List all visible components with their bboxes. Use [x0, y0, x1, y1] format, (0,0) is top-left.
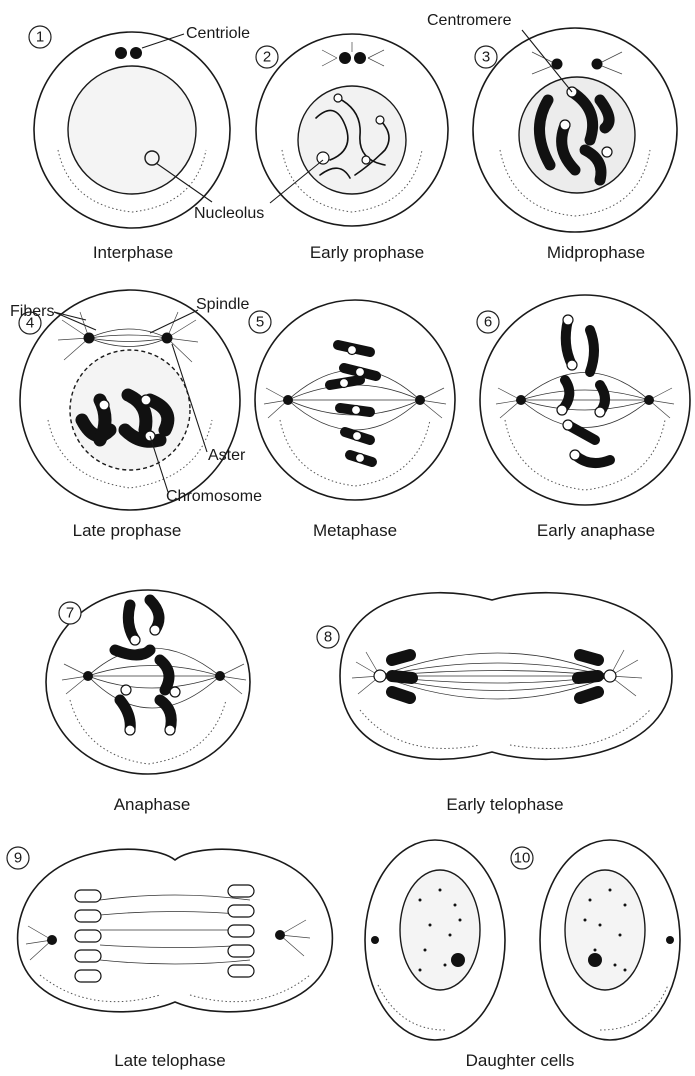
stage-3-number: 3: [482, 49, 490, 66]
stage-7-name: Anaphase: [114, 795, 191, 814]
stage-5-number: 5: [256, 314, 264, 331]
nucleolus-label: Nucleolus: [194, 205, 264, 222]
stage-8-number: 8: [324, 629, 332, 646]
stage-1-number: 1: [36, 29, 44, 46]
stage-4-late-prophase-cell: [20, 290, 240, 510]
stage-10-number: 10: [514, 850, 531, 867]
stage-2-early-prophase-cell: [256, 34, 448, 226]
stage-6-early-anaphase-cell: [480, 295, 690, 505]
stage-5-metaphase-cell: [255, 300, 455, 500]
stage-4-name: Late prophase: [73, 521, 182, 540]
stage-8-early-telophase-cell: [340, 593, 672, 760]
stage-9-name: Late telophase: [114, 1051, 226, 1070]
stage-1-interphase-cell: [34, 32, 230, 228]
stage-7-number: 7: [66, 605, 74, 622]
centriole-label: Centriole: [186, 25, 250, 42]
stage-10-daughter-cells: [365, 840, 680, 1040]
stage-8-name: Early telophase: [446, 795, 563, 814]
stage-2-number: 2: [263, 49, 271, 66]
chromosome-label: Chromosome: [166, 488, 262, 505]
stage-3-name: Midprophase: [547, 243, 645, 262]
stage-9-number: 9: [14, 850, 22, 867]
stage-1-name: Interphase: [93, 243, 173, 262]
stage-6-number: 6: [484, 314, 492, 331]
aster-label: Aster: [208, 447, 246, 464]
spindle-label: Spindle: [196, 296, 249, 313]
centromere-label: Centromere: [427, 12, 512, 29]
stage-9-late-telophase-cell: [18, 849, 333, 1012]
stage-2-name: Early prophase: [310, 243, 424, 262]
stage-6-name: Early anaphase: [537, 521, 655, 540]
fibers-label: Fibers: [10, 303, 54, 320]
stage-3-midprophase-cell: [473, 28, 677, 232]
stage-5-name: Metaphase: [313, 521, 397, 540]
stage-10-name: Daughter cells: [466, 1051, 575, 1070]
